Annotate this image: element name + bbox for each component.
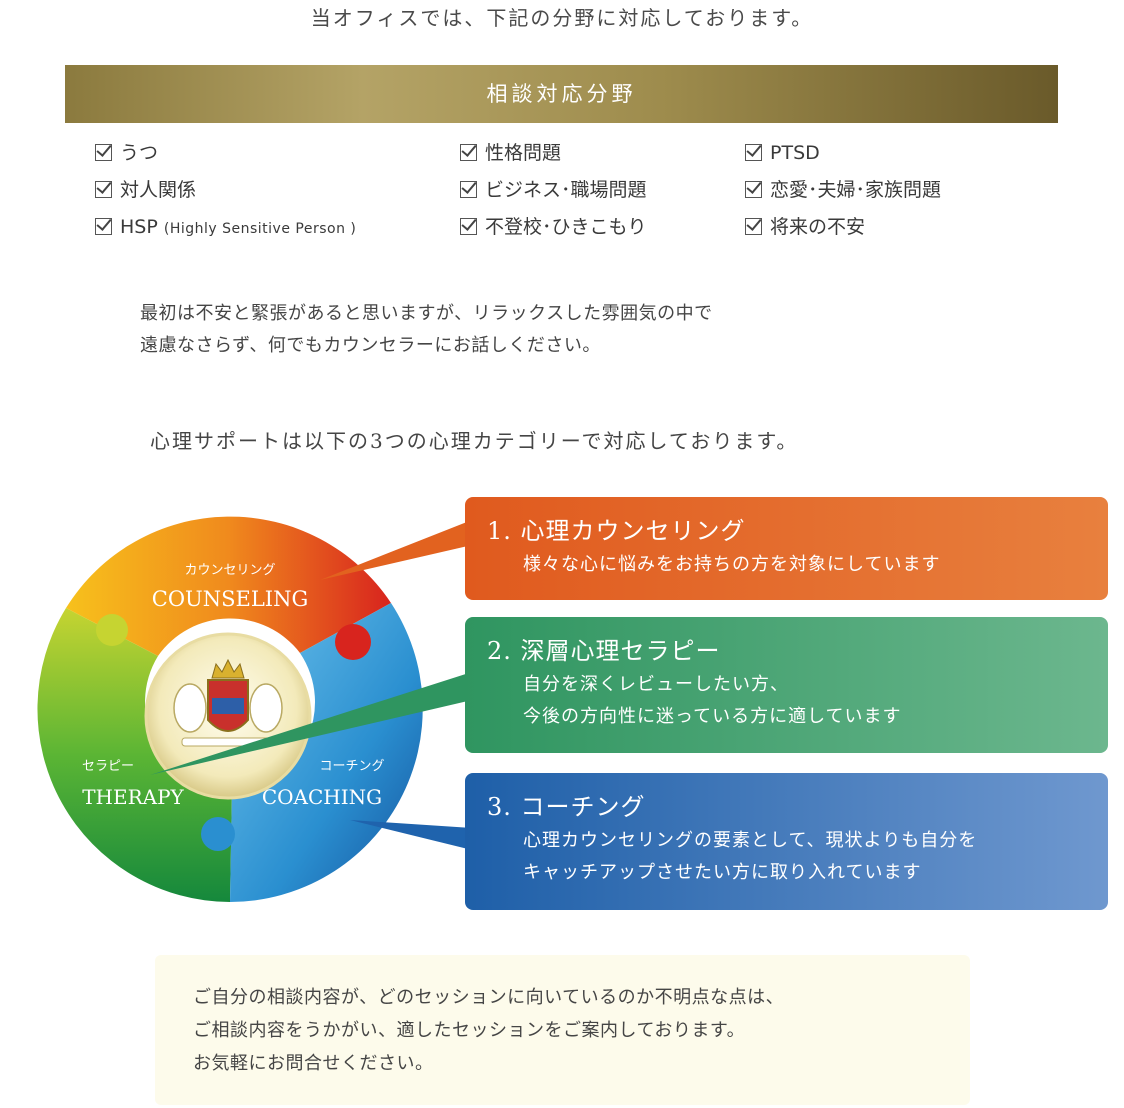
message-line: 最初は不安と緊張があると思いますが、リラックスした雰囲気の中で [140,303,713,324]
wing-icon [173,683,207,733]
checkbox-icon [95,181,112,198]
checkbox-icon [745,144,762,161]
category-card-therapy: 2. 深層心理セラピー 自分を深くレビューしたい方、 今後の方向性に迷っている方… [465,617,1108,753]
card-line: 自分を深くレビューしたい方、 [523,674,789,695]
message-line: 遠慮なさらず、何でもカウンセラーにお話しください。 [140,335,601,356]
reassurance-message: 最初は不安と緊張があると思いますが、リラックスした雰囲気の中で 遠慮なさらず、何… [140,298,713,362]
card-description: 自分を深くレビューしたい方、 今後の方向性に迷っている方に適しています [487,669,1088,733]
area-label: 恋愛･夫婦･家族問題 [770,179,942,201]
card-line: 様々な心に悩みをお持ちの方を対象にしています [523,554,941,575]
area-item: HSP (Highly Sensitive Person ) [95,214,356,251]
card-line: 心理カウンセリングの要素として、現状よりも自分を [523,830,978,851]
therapy-segment [37,608,232,902]
area-label: PTSD [770,142,820,164]
section-title-bar: 相談対応分野 [65,65,1058,123]
category-card-counseling: 1. 心理カウンセリング 様々な心に悩みをお持ちの方を対象にしています [465,497,1108,600]
note-line: ご相談内容をうかがい、適したセッションをご案内しております。 [193,1020,746,1041]
checkbox-icon [460,144,477,161]
pointer-counseling [320,520,470,580]
areas-column-1: うつ 対人関係 HSP (Highly Sensitive Person ) [95,140,356,251]
checkbox-icon [745,218,762,235]
category-card-coaching: 3. コーチング 心理カウンセリングの要素として、現状よりも自分を キャッチアッ… [465,773,1108,910]
wing-icon [249,683,283,733]
puzzle-knob [96,614,128,646]
coaching-kana-label: コーチング [319,759,384,774]
card-line: キャッチアップさせたい方に取り入れています [523,862,922,883]
consultation-areas: うつ 対人関係 HSP (Highly Sensitive Person ) 性… [95,140,1055,250]
area-item: 将来の不安 [745,214,941,251]
counseling-kana-label: カウンセリング [184,563,275,578]
card-description: 心理カウンセリングの要素として、現状よりも自分を キャッチアップさせたい方に取り… [487,825,1088,889]
area-label: 性格問題 [485,142,562,164]
checkbox-icon [95,218,112,235]
area-item: ビジネス･職場問題 [460,177,647,214]
puzzle-knob [201,817,235,851]
coaching-segment [230,603,423,902]
crown-icon [211,658,245,679]
checkbox-icon [745,181,762,198]
coaching-en-label: COACHING [262,785,382,809]
category-wheel: カウンセリング COUNSELING セラピー THERAPY コーチング CO… [37,516,470,902]
puzzle-knob [335,624,371,660]
pointer-therapy [150,672,470,775]
area-label: 対人関係 [120,179,197,201]
card-description: 様々な心に悩みをお持ちの方を対象にしています [487,549,1088,581]
note-line: お気軽にお問合せください。 [193,1053,434,1074]
card-title: 3. コーチング [487,793,646,821]
card-line: 今後の方向性に迷っている方に適しています [523,706,902,727]
area-item: 対人関係 [95,177,356,214]
hsp-note: (Highly Sensitive Person ) [163,221,357,237]
area-item: 恋愛･夫婦･家族問題 [745,177,941,214]
checkbox-icon [95,144,112,161]
checkbox-icon [460,181,477,198]
counseling-en-label: COUNSELING [152,587,308,611]
area-item: 不登校･ひきこもり [460,214,647,251]
therapy-kana-label: セラピー [82,759,134,774]
areas-column-3: PTSD 恋愛･夫婦･家族問題 将来の不安 [745,140,941,251]
areas-column-2: 性格問題 ビジネス･職場問題 不登校･ひきこもり [460,140,647,251]
inquiry-note-box: ご自分の相談内容が、どのセッションに向いているのか不明点な点は、 ご相談内容をう… [155,955,970,1105]
area-label: HSP [120,216,158,238]
intro-text: 当オフィスでは、下記の分野に対応しております。 [310,6,814,30]
note-line: ご自分の相談内容が、どのセッションに向いているのか不明点な点は、 [193,987,785,1008]
area-label: うつ [120,142,159,164]
pointer-coaching [350,820,470,850]
area-label: 将来の不安 [770,216,866,238]
area-item: うつ [95,140,356,177]
categories-heading: 心理サポートは以下の3つの心理カテゴリーで対応しております。 [150,429,799,453]
counseling-segment [66,516,391,656]
card-title: 1. 心理カウンセリング [487,517,746,545]
area-item: 性格問題 [460,140,647,177]
crest-icon [212,698,244,714]
area-label: 不登校･ひきこもり [485,216,647,238]
area-item: PTSD [745,140,941,177]
therapy-en-label: THERAPY [82,785,184,809]
checkbox-icon [460,218,477,235]
area-label: ビジネス･職場問題 [485,179,647,201]
card-title: 2. 深層心理セラピー [487,637,721,665]
